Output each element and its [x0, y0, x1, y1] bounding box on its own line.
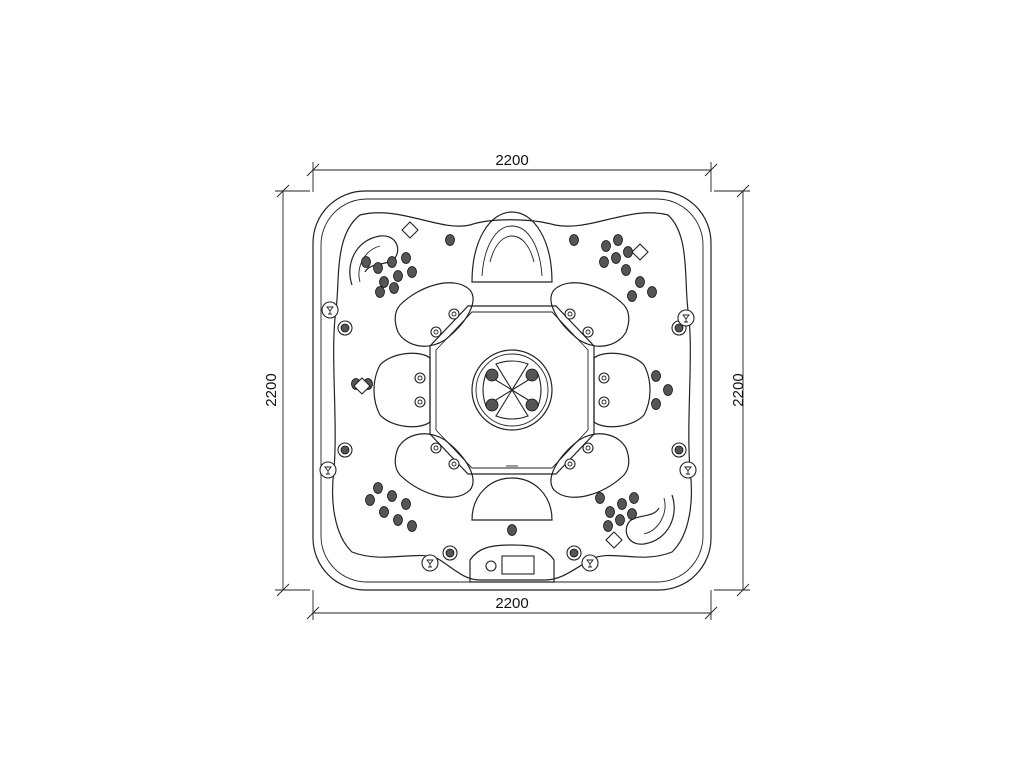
- jet-icon: [651, 370, 661, 382]
- jet-icon: [627, 290, 637, 302]
- dimension-top-label: 2200: [495, 152, 528, 169]
- center-jet-icon: [485, 368, 539, 412]
- seat-jet-icon: [414, 372, 426, 384]
- seat-bottom-step: [471, 477, 553, 521]
- jet-icon: [651, 398, 661, 410]
- seat-jet-icon: [430, 326, 442, 338]
- jet-icon: [569, 234, 579, 246]
- jet-icon: [365, 494, 375, 506]
- center-jet-cluster: [471, 349, 553, 431]
- seat-right: [593, 352, 651, 428]
- jet-icon: [361, 256, 371, 268]
- jet-icon: [595, 492, 605, 504]
- dimension-left: 2200: [263, 184, 310, 597]
- jet-icon: [389, 282, 399, 294]
- jet-icon: [407, 266, 417, 278]
- jet-icon: [663, 384, 673, 396]
- jets: [351, 221, 673, 549]
- cup-holder-icon: [421, 554, 439, 572]
- valve-icon: [337, 442, 353, 458]
- valve-icon: [671, 442, 687, 458]
- jet-icon: [617, 498, 627, 510]
- jet-icon: [393, 270, 403, 282]
- jet-icon: [445, 234, 455, 246]
- jet-icon: [605, 506, 615, 518]
- jet-icon: [601, 240, 611, 252]
- seat-jet-icon: [564, 458, 576, 470]
- jet-icon: [401, 498, 411, 510]
- valve-icon: [337, 320, 353, 336]
- jet-icon: [407, 520, 417, 532]
- jet-icon: [379, 506, 389, 518]
- jet-icon: [603, 520, 613, 532]
- jet-icon: [387, 256, 397, 268]
- seat-left: [373, 352, 431, 428]
- diamond-jet-icon: [353, 377, 371, 395]
- cup-holder-icon: [677, 309, 695, 327]
- cup-holder-icon: [581, 554, 599, 572]
- dimension-left-label: 2200: [263, 373, 280, 406]
- diamond-jet-icon: [401, 221, 419, 239]
- seat-jet-icon: [564, 308, 576, 320]
- seat-top-left: [394, 282, 474, 347]
- seat-top-right: [550, 282, 630, 347]
- dimension-right-label: 2200: [730, 373, 747, 406]
- jet-icon: [615, 514, 625, 526]
- jet-icon: [627, 508, 637, 520]
- seat-jet-icon: [414, 396, 426, 408]
- jet-icon: [613, 234, 623, 246]
- control-panel-display: [501, 555, 535, 575]
- jet-icon: [647, 286, 657, 298]
- seat-jet-icon: [448, 308, 460, 320]
- jet-icon: [635, 276, 645, 288]
- cup-holder-icon: [321, 301, 339, 319]
- cup-holder-icon: [679, 461, 697, 479]
- jet-icon: [507, 524, 517, 536]
- jet-icon: [611, 252, 621, 264]
- jet-icon: [599, 256, 609, 268]
- control-panel: [469, 544, 555, 583]
- jet-icon: [621, 264, 631, 276]
- jet-icon: [375, 286, 385, 298]
- seat-top-headrest: [471, 211, 553, 283]
- seat-jet-icon: [598, 372, 610, 384]
- jet-icon: [373, 262, 383, 274]
- jet-icon: [629, 492, 639, 504]
- jet-icon: [393, 514, 403, 526]
- seat-bottom-left: [394, 433, 474, 498]
- seat-jet-icon: [582, 442, 594, 454]
- dimension-bottom-label: 2200: [495, 595, 528, 612]
- seats: [373, 211, 651, 521]
- seat-jet-icon: [448, 458, 460, 470]
- seat-jet-icon: [598, 396, 610, 408]
- seat-jet-icon: [582, 326, 594, 338]
- diamond-jet-icon: [631, 243, 649, 261]
- jet-icon: [373, 482, 383, 494]
- jet-icon: [401, 252, 411, 264]
- jet-icon: [623, 246, 633, 258]
- diamond-jet-icon: [605, 531, 623, 549]
- jet-icon: [387, 490, 397, 502]
- valve-icon: [566, 545, 582, 561]
- jet-icon: [379, 276, 389, 288]
- dimension-right: 2200: [714, 184, 750, 597]
- seat-bottom-right: [550, 433, 630, 498]
- valve-icon: [442, 545, 458, 561]
- cup-holder-icon: [319, 461, 337, 479]
- seat-jet-icon: [430, 442, 442, 454]
- fixtures: [319, 301, 697, 572]
- dimension-bottom: 2200: [306, 590, 718, 620]
- dimension-top: 2200: [306, 152, 718, 192]
